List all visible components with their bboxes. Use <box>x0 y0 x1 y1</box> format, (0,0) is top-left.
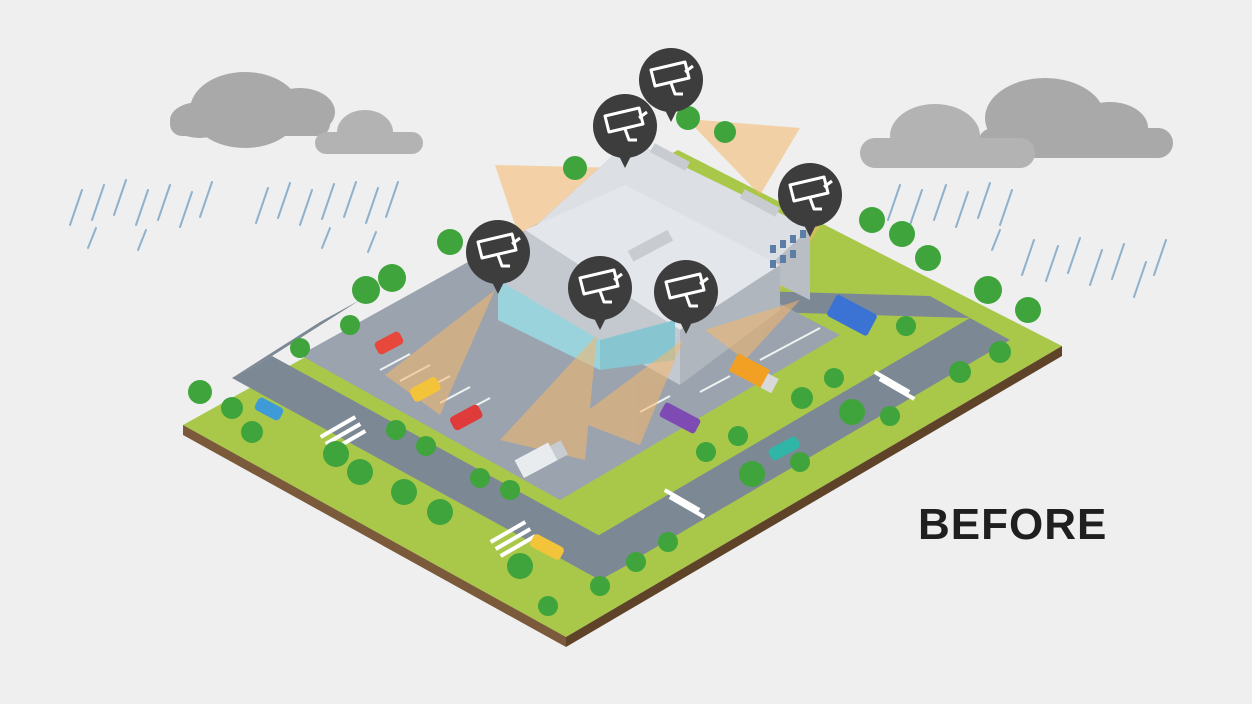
car <box>449 404 483 431</box>
cloud-right-small <box>860 104 1035 168</box>
cloud-left-small <box>315 110 423 154</box>
before-caption: BEFORE <box>918 500 1108 549</box>
car <box>254 397 284 421</box>
car <box>374 331 404 355</box>
car <box>409 377 441 402</box>
camera-coverage-front <box>385 290 800 460</box>
pickup <box>659 402 701 434</box>
car <box>530 534 564 560</box>
truck <box>514 440 569 478</box>
truck <box>728 353 779 394</box>
car <box>768 436 801 461</box>
van <box>827 294 877 336</box>
rain-left <box>69 179 399 253</box>
rain-right <box>887 182 1167 298</box>
cloud-left <box>170 72 335 148</box>
trees <box>188 106 1041 616</box>
vehicles <box>254 294 877 560</box>
